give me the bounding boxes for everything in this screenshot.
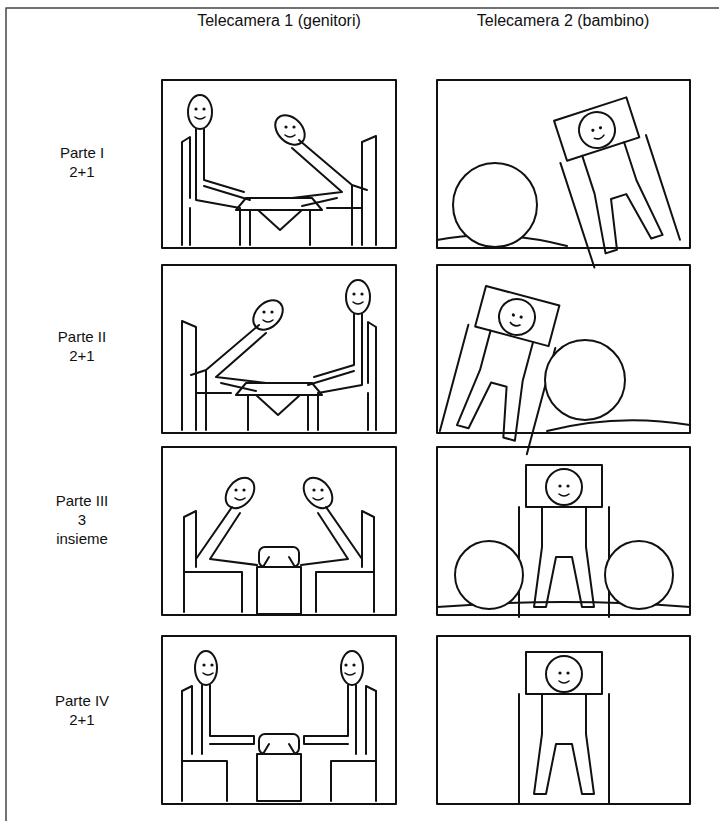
panel-child-3 [437,447,690,617]
outer-frame [6,8,719,821]
panel-parents-1 [162,80,396,248]
group-size: 2+1 [69,163,94,180]
group-size: 3 [78,511,86,528]
panel-parents-2 [162,265,396,433]
column-heading: Telecamera 1 (genitori) [197,12,361,30]
group-size: insieme [56,530,108,547]
column-heading: Telecamera 2 (bambino) [477,12,650,30]
part-name: Parte I [60,144,104,161]
panel-child-2 [437,265,690,454]
panel-parents-3 [162,447,396,615]
group-size: 2+1 [69,347,94,364]
part-name: Parte IV [55,692,109,709]
group-size: 2+1 [69,711,94,728]
panel-parents-4 [162,636,396,804]
part-name: Parte II [58,328,106,345]
part-name: Parte III [56,492,109,509]
panel-child-4 [437,636,690,804]
panel-child-1 [437,80,690,268]
